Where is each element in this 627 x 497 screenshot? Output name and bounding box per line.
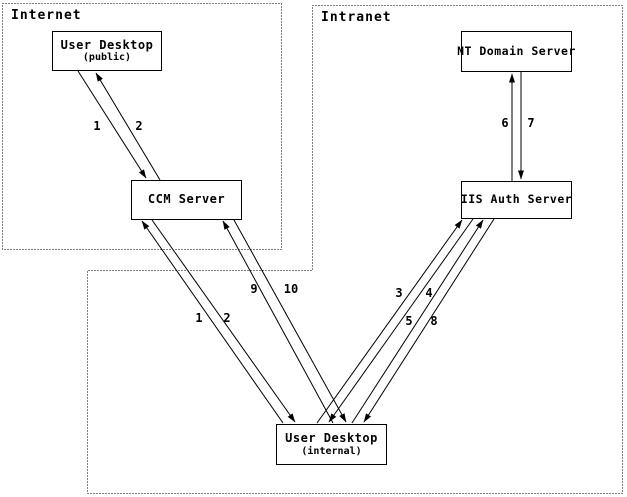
step-label-internal-to-ccm: 1 [195, 311, 202, 325]
node-user-desktop-public: User Desktop (public) [52, 31, 162, 71]
internet-zone-label: Internet [11, 8, 82, 23]
node-user-desktop-public-subtitle: (public) [82, 52, 132, 64]
flow-line-ccm-to-internal [151, 219, 296, 423]
step-label-ccm-to-public: 2 [135, 119, 142, 133]
intranet-zone-border [87, 5, 623, 494]
node-ccm-server: CCM Server [131, 180, 242, 220]
node-user-desktop-internal-title: User Desktop [285, 431, 378, 446]
step-label-iis-to-nt: 6 [501, 116, 508, 130]
flow-line-internal-to-ccm [141, 220, 284, 424]
node-iis-auth-server-title: IIS Auth Server [460, 192, 573, 207]
intranet-zone-label: Intranet [321, 10, 392, 25]
flow-line-internal-to-iis-b [351, 219, 484, 424]
node-user-desktop-internal-subtitle: (internal) [301, 445, 362, 457]
step-label-internal-to-iis-a: 3 [395, 286, 402, 300]
internet-zone-border [2, 3, 282, 250]
node-ccm-server-title: CCM Server [147, 192, 226, 207]
step-label-nt-to-iis: 7 [527, 116, 534, 130]
node-nt-domain-server-title: NT Domain Server [457, 43, 576, 58]
step-label-ccm-to-internal: 2 [223, 311, 230, 325]
step-label-internal-to-iis-b: 5 [405, 314, 412, 328]
node-user-desktop-public-title: User Desktop [60, 37, 154, 52]
step-label-internal-to-ccm-b: 9 [250, 282, 257, 296]
flow-line-iis-to-internal-a [328, 218, 474, 423]
step-label-iis-to-internal-a: 4 [425, 286, 432, 300]
step-label-iis-to-internal-b: 8 [430, 314, 437, 328]
flow-line-ccm-to-public [95, 72, 161, 181]
node-user-desktop-internal: User Desktop (internal) [276, 424, 387, 465]
flow-line-public-to-ccm [77, 70, 147, 179]
flow-line-iis-to-internal-b [363, 218, 495, 423]
flow-line-internal-to-iis-a [316, 219, 463, 424]
node-nt-domain-server: NT Domain Server [457, 31, 575, 72]
step-label-ccm-to-internal-b: 10 [284, 282, 298, 296]
step-label-public-to-ccm: 1 [93, 119, 100, 133]
node-iis-auth-server: IIS Auth Server [461, 181, 572, 219]
flow-line-ccm-to-internal-b [233, 219, 347, 423]
flow-line-internal-to-ccm-b [222, 220, 334, 424]
